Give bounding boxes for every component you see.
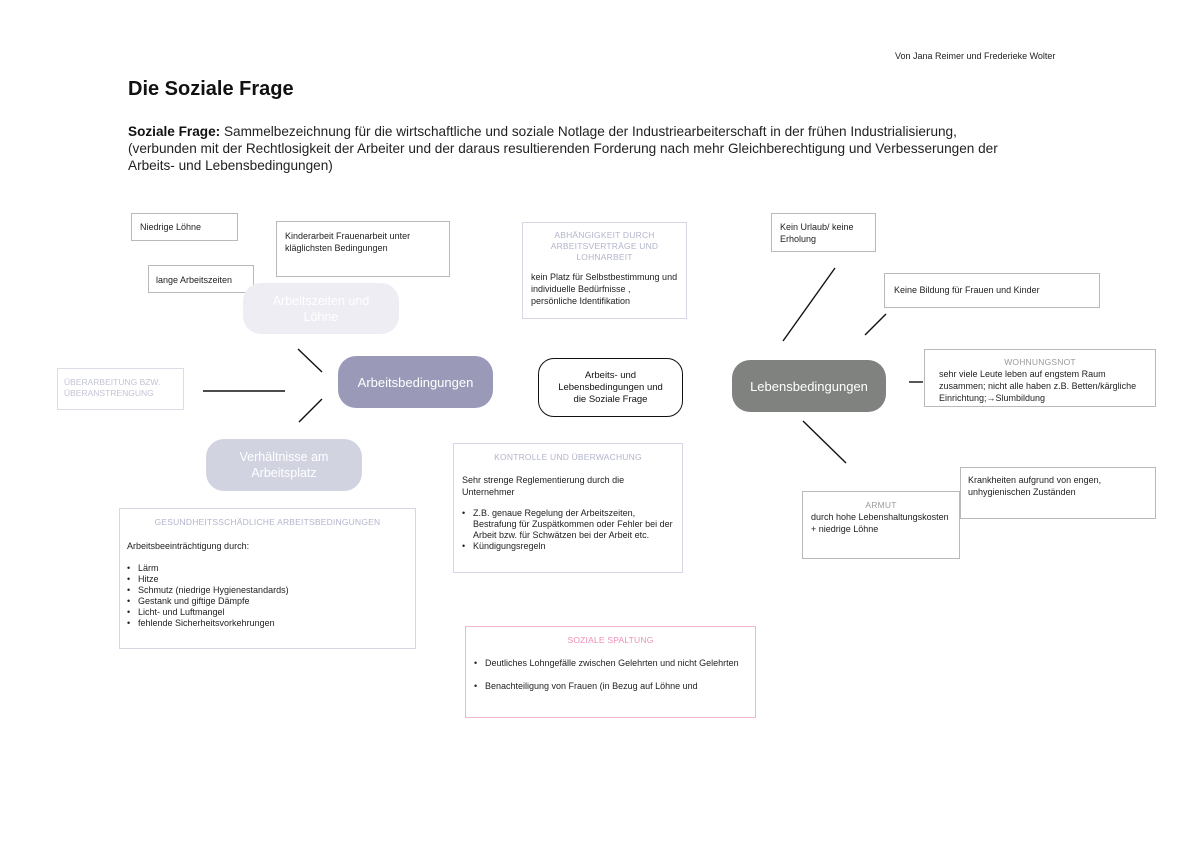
armut-heading: ARMUT [865,500,897,510]
list-item: Deutliches Lohngefälle zwischen Gelehrte… [474,658,747,669]
wohnungsnot-text: sehr viele Leute leben auf engstem Raum … [939,369,1137,403]
gesundheit-list: Lärm Hitze Schmutz (niedrige Hygienestan… [127,563,408,629]
kein-urlaub-text: Kein Urlaub/ keine Erholung [780,222,854,244]
spaltung-heading: SOZIALE SPALTUNG [567,635,654,645]
list-item: Lärm [127,563,408,574]
box-abhaengigkeit: ABHÄNGIGKEIT DURCH ARBEITSVERTRÄGE UND L… [522,222,687,319]
box-wohnungsnot: WOHNUNGSNOT sehr viele Leute leben auf e… [924,349,1156,407]
box-kontrolle: KONTROLLE UND ÜBERWACHUNG Sehr strenge R… [453,443,683,573]
box-soziale-spaltung: SOZIALE SPALTUNG Deutliches Lohngefälle … [465,626,756,718]
pill-lebensbedingungen: Lebensbedingungen [732,360,886,412]
kontrolle-heading: KONTROLLE UND ÜBERWACHUNG [494,452,642,462]
page-title: Die Soziale Frage [128,78,294,100]
list-item: fehlende Sicherheitsvorkehrungen [127,618,408,629]
connector-line [298,398,323,423]
spaltung-list: Deutliches Lohngefälle zwischen Gelehrte… [474,658,747,692]
wohnungsnot-heading: WOHNUNGSNOT [1004,357,1076,367]
intro-term: Soziale Frage: [128,124,221,139]
box-gesundheit: GESUNDHEITSSCHÄDLICHE ARBEITSBEDINGUNGEN… [119,508,416,649]
list-item: Kündigungsregeln [462,541,674,552]
center-line-3: die Soziale Frage [573,393,648,405]
lebensbedingungen-label: Lebensbedingungen [750,378,868,394]
box-niedrige-loehne: Niedrige Löhne [131,213,238,241]
kontrolle-subtitle: Sehr strenge Reglementierung durch die U… [462,475,625,497]
list-item: Z.B. genaue Regelung der Arbeitszeiten, … [462,508,674,541]
gesundheit-heading: GESUNDHEITSSCHÄDLICHE ARBEITSBEDINGUNGEN [154,517,381,527]
box-armut: ARMUT durch hohe Lebenshaltungskosten + … [802,491,960,559]
ueberarbeitung-text: ÜBERARBEITUNG BZW. ÜBERANSTRENGUNG [64,377,161,398]
intro-paragraph: Soziale Frage: Sammelbezeichnung für die… [128,123,998,174]
armut-text: durch hohe Lebenshaltungskosten + niedri… [811,512,949,534]
arbeitsbedingungen-label: Arbeitsbedingungen [357,374,474,390]
intro-text: Sammelbezeichnung für die wirtschaftlich… [128,124,998,173]
niedrige-loehne-text: Niedrige Löhne [140,222,202,232]
list-item: Schmutz (niedrige Hygienestandards) [127,585,408,596]
box-kinderarbeit: Kinderarbeit Frauenarbeit unter kläglich… [276,221,450,277]
list-item: Benachteiligung von Frauen (in Bezug auf… [474,681,747,692]
box-ueberarbeitung: ÜBERARBEITUNG BZW. ÜBERANSTRENGUNG [57,368,184,410]
keine-bildung-text: Keine Bildung für Frauen und Kinder [894,285,1040,295]
abhaengigkeit-text: kein Platz für Selbstbestimmung und indi… [531,272,678,306]
kontrolle-list: Z.B. genaue Regelung der Arbeitszeiten, … [462,508,674,552]
list-item: Licht- und Luftmangel [127,607,408,618]
box-keine-bildung: Keine Bildung für Frauen und Kinder [884,273,1100,308]
center-line-2: Lebensbedingungen und [558,381,663,393]
connector-line [864,313,887,336]
connector-line [297,348,323,373]
box-lange-arbeitszeiten: lange Arbeitszeiten [148,265,254,293]
verhaeltnisse-label: Verhältnisse am Arbeitsplatz [239,450,329,480]
list-item: Gestank und giftige Dämpfe [127,596,408,607]
author-line: Von Jana Reimer und Frederieke Wolter [895,51,1056,61]
arbeitszeiten-loehne-label: Arbeitszeiten und Löhne [272,293,370,324]
krankheiten-text: Krankheiten aufgrund von engen, unhygien… [968,475,1102,497]
connector-line [782,267,836,342]
connector-line [802,420,847,464]
kinderarbeit-text: Kinderarbeit Frauenarbeit unter kläglich… [285,231,411,253]
center-line-1: Arbeits- und [584,369,637,381]
pill-verhaeltnisse: Verhältnisse am Arbeitsplatz [206,439,362,491]
box-kein-urlaub: Kein Urlaub/ keine Erholung [771,213,876,252]
box-krankheiten: Krankheiten aufgrund von engen, unhygien… [960,467,1156,519]
gesundheit-subtitle: Arbeitsbeeinträchtigung durch: [127,541,250,551]
pill-arbeitszeiten-loehne: Arbeitszeiten und Löhne [243,283,399,334]
abhaengigkeit-heading: ABHÄNGIGKEIT DURCH ARBEITSVERTRÄGE UND L… [550,230,659,262]
center-topic: Arbeits- und Lebensbedingungen und die S… [538,358,683,417]
pill-arbeitsbedingungen: Arbeitsbedingungen [338,356,493,408]
lange-arbeitszeiten-text: lange Arbeitszeiten [156,275,233,285]
list-item: Hitze [127,574,408,585]
